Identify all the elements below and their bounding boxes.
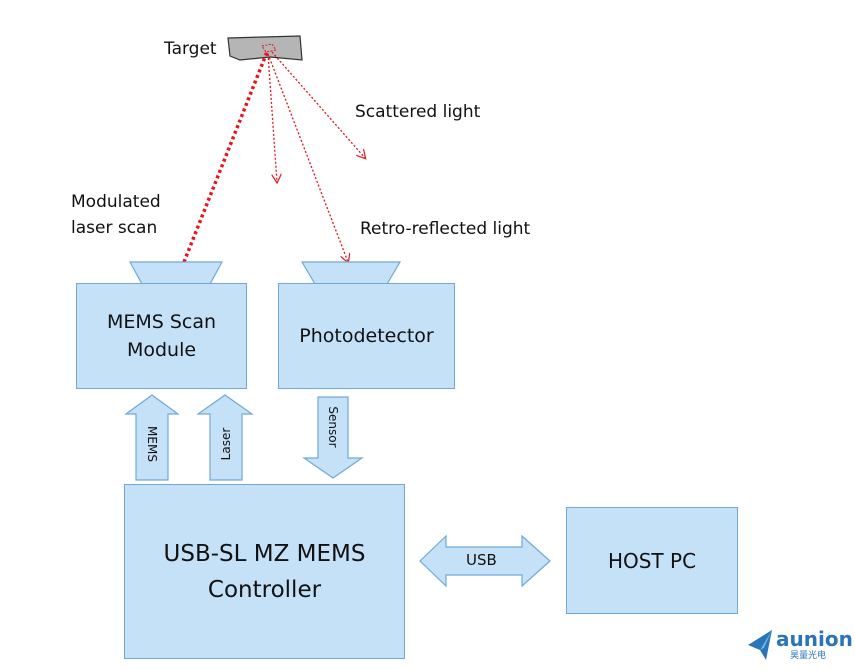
laser-arrow-label: Laser (219, 427, 233, 461)
logo-wordmark: aunion (776, 627, 853, 651)
modulated-laser-beam (182, 51, 269, 263)
scattered-light-label: Scattered light (355, 102, 481, 122)
target-object (227, 35, 303, 61)
mems-arrow-label: MEMS (145, 426, 159, 462)
photodetector-lens (300, 261, 402, 285)
logo-icon (748, 630, 772, 660)
controller-line1: USB-SL MZ MEMS (163, 540, 366, 567)
laser-up-arrow (196, 394, 254, 481)
sensor-down-arrow (302, 396, 364, 479)
mems-scan-module-line2: Module (126, 339, 197, 361)
retro-reflected-ray (267, 53, 348, 262)
modulated-label-line2: laser scan (71, 218, 158, 238)
scattered-ray-1 (267, 53, 277, 182)
mems-scan-module-box: MEMS Scan Module (76, 283, 247, 389)
mems-scan-module-line1: MEMS Scan (106, 311, 217, 333)
photodetector-label: Photodetector (299, 325, 434, 347)
controller-line2: Controller (207, 576, 322, 603)
scattered-ray-2 (271, 51, 365, 158)
modulated-label-line1: Modulated (71, 192, 161, 212)
controller-box: USB-SL MZ MEMS Controller (124, 484, 405, 659)
photodetector-box: Photodetector (278, 283, 455, 389)
host-pc-label: HOST PC (607, 548, 697, 573)
host-pc-box: HOST PC (566, 507, 738, 614)
mems-up-arrow (124, 394, 180, 481)
target-label: Target (164, 39, 217, 59)
usb-double-arrow (419, 534, 551, 588)
logo-subtitle: 昊量光电 (790, 651, 827, 661)
scan-module-lens (128, 261, 224, 285)
retro-reflected-label: Retro-reflected light (360, 219, 531, 239)
sensor-arrow-label: Sensor (326, 406, 340, 448)
usb-arrow-label: USB (466, 551, 497, 569)
